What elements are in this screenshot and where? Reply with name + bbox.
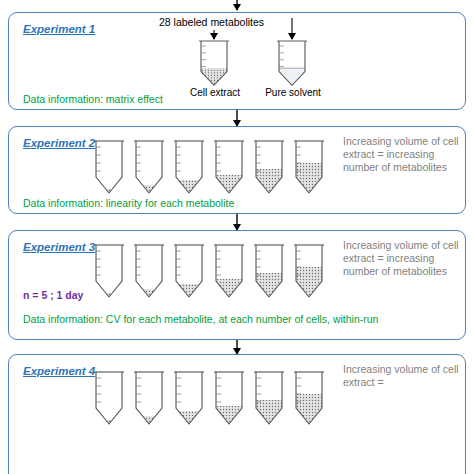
data-information: Data information: CV for each metabolite… [23, 313, 459, 326]
tube [134, 141, 164, 193]
tube [294, 372, 324, 424]
data-information: Data information: linearity for each met… [23, 197, 453, 210]
volume-note: Increasing volume of cell extract = [343, 363, 459, 389]
tube [199, 41, 229, 85]
tube [94, 245, 124, 297]
spike-label: 28 labeled metabolites [159, 16, 264, 29]
tube [277, 41, 307, 85]
experiment-box: Experiment 4 Increasing volume of cell ex… [8, 354, 466, 474]
tube [134, 372, 164, 424]
experiment-box: Experiment 2 Increasing volume of cell ex… [8, 126, 466, 214]
data-information: Data information: matrix effect [23, 93, 173, 106]
volume-note: Increasing volume of cell extract = incr… [343, 239, 459, 278]
experiment-title: Experiment 1 [23, 23, 95, 37]
tube [214, 245, 244, 297]
tube [254, 141, 284, 193]
experiment-title: Experiment 2 [23, 137, 95, 151]
flow-arrow [236, 340, 237, 354]
experiment-title: Experiment 4 [23, 365, 95, 379]
tube [134, 245, 164, 297]
experiment-box: Experiment 1 28 labeled metabolitesCell e… [8, 12, 466, 110]
tube-label: Pure solvent [258, 87, 328, 99]
tube [254, 372, 284, 424]
tube [174, 141, 204, 193]
tube [94, 372, 124, 424]
tube [174, 245, 204, 297]
volume-note: Increasing volume of cell extract = incr… [343, 135, 459, 174]
tube [294, 245, 324, 297]
tube [214, 372, 244, 424]
tube [174, 372, 204, 424]
tube [94, 141, 124, 193]
spike-arrow [213, 30, 214, 39]
tube [254, 245, 284, 297]
experiment-box: Experiment 3 Increasing volume of cell ex… [8, 230, 466, 340]
experiment-title: Experiment 3 [23, 241, 95, 255]
spike-arrow [291, 18, 292, 39]
tube [294, 141, 324, 193]
replicate-note: n = 5 ; 1 day [23, 289, 83, 302]
flow-arrow [236, 110, 237, 126]
flow-arrow [236, 214, 237, 230]
tube-label: Cell extract [180, 87, 250, 99]
incoming-arrow [236, 0, 237, 10]
tube [214, 141, 244, 193]
